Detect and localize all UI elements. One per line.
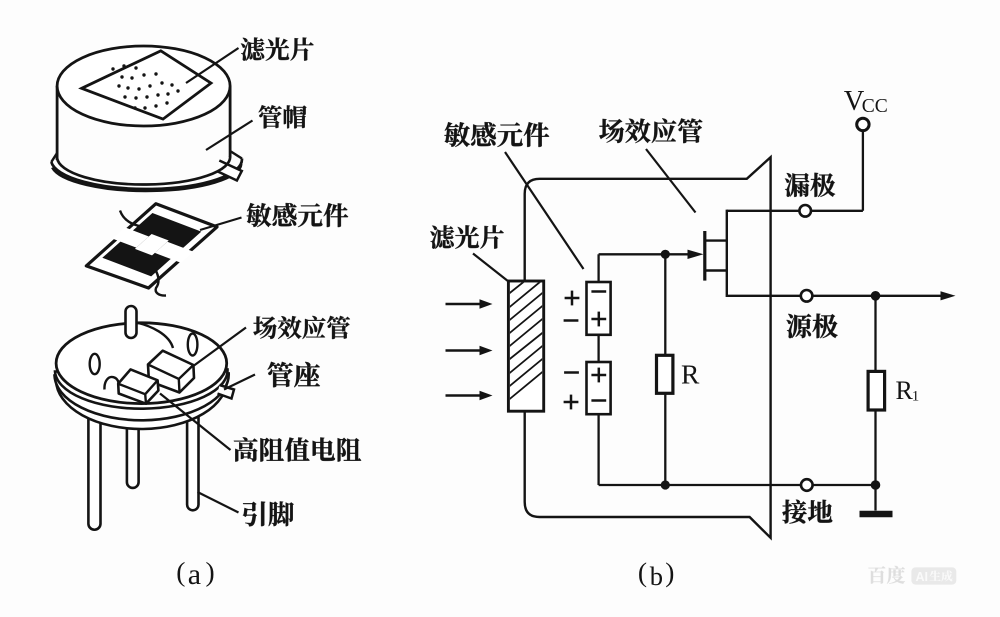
svg-text:): ) <box>665 557 674 588</box>
svg-text:V: V <box>844 86 865 117</box>
svg-text:): ) <box>206 556 215 587</box>
svg-text:a: a <box>188 558 201 591</box>
svg-text:(: ( <box>638 557 647 588</box>
svg-text:R: R <box>896 376 914 405</box>
svg-text:(: ( <box>176 556 185 587</box>
svg-text:CC: CC <box>862 96 888 117</box>
svg-text:b: b <box>650 561 663 591</box>
svg-text:1: 1 <box>912 388 920 404</box>
svg-text:R: R <box>681 359 700 390</box>
svg-text:AI: AI <box>916 570 929 584</box>
